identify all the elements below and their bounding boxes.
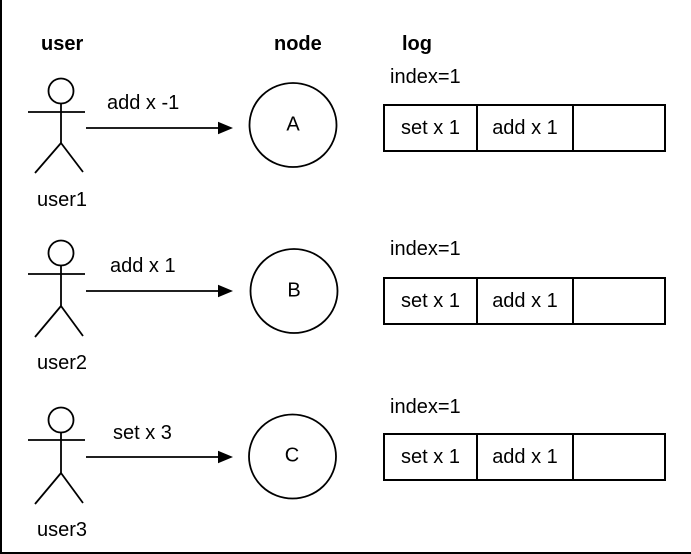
log-table: set x 1 add x 1 bbox=[383, 433, 666, 481]
command-label: set x 3 bbox=[113, 422, 172, 444]
column-header-node: node bbox=[274, 33, 322, 55]
user-label: user2 bbox=[37, 352, 88, 374]
command-label: add x 1 bbox=[110, 255, 176, 277]
log-cell bbox=[572, 435, 664, 479]
user-label: user1 bbox=[37, 189, 88, 211]
node-label: B bbox=[287, 279, 301, 302]
node-circle bbox=[248, 413, 337, 500]
log-cell: add x 1 bbox=[476, 106, 572, 150]
log-cell: add x 1 bbox=[476, 279, 572, 323]
log-cell: add x 1 bbox=[476, 435, 572, 479]
column-header-user: user bbox=[41, 33, 84, 55]
stick-figure-icon bbox=[28, 239, 85, 338]
node-circle bbox=[248, 82, 338, 168]
log-cell bbox=[572, 279, 664, 323]
arrow-icon bbox=[86, 284, 233, 298]
arrow-icon bbox=[86, 121, 233, 135]
arrow-icon bbox=[86, 450, 233, 464]
log-table: set x 1 add x 1 bbox=[383, 277, 666, 325]
left-border-line bbox=[0, 0, 2, 554]
log-cell: set x 1 bbox=[401, 289, 460, 312]
log-table: set x 1 add x 1 bbox=[383, 104, 666, 152]
command-label: add x -1 bbox=[107, 92, 180, 114]
stick-figure-icon bbox=[28, 77, 85, 174]
user-label: user3 bbox=[37, 519, 88, 541]
node-label: C bbox=[284, 444, 300, 467]
node-circle bbox=[249, 248, 339, 334]
log-index-label: index=1 bbox=[390, 66, 461, 88]
stick-figure-icon bbox=[28, 406, 85, 505]
log-index-label: index=1 bbox=[390, 396, 461, 418]
log-index-label: index=1 bbox=[390, 238, 461, 260]
log-cell: set x 1 bbox=[401, 116, 460, 139]
node-label: A bbox=[286, 113, 300, 136]
log-cell: set x 1 bbox=[401, 445, 460, 468]
column-header-log: log bbox=[402, 33, 432, 55]
bottom-border-line bbox=[0, 552, 691, 554]
log-cell bbox=[572, 106, 664, 150]
